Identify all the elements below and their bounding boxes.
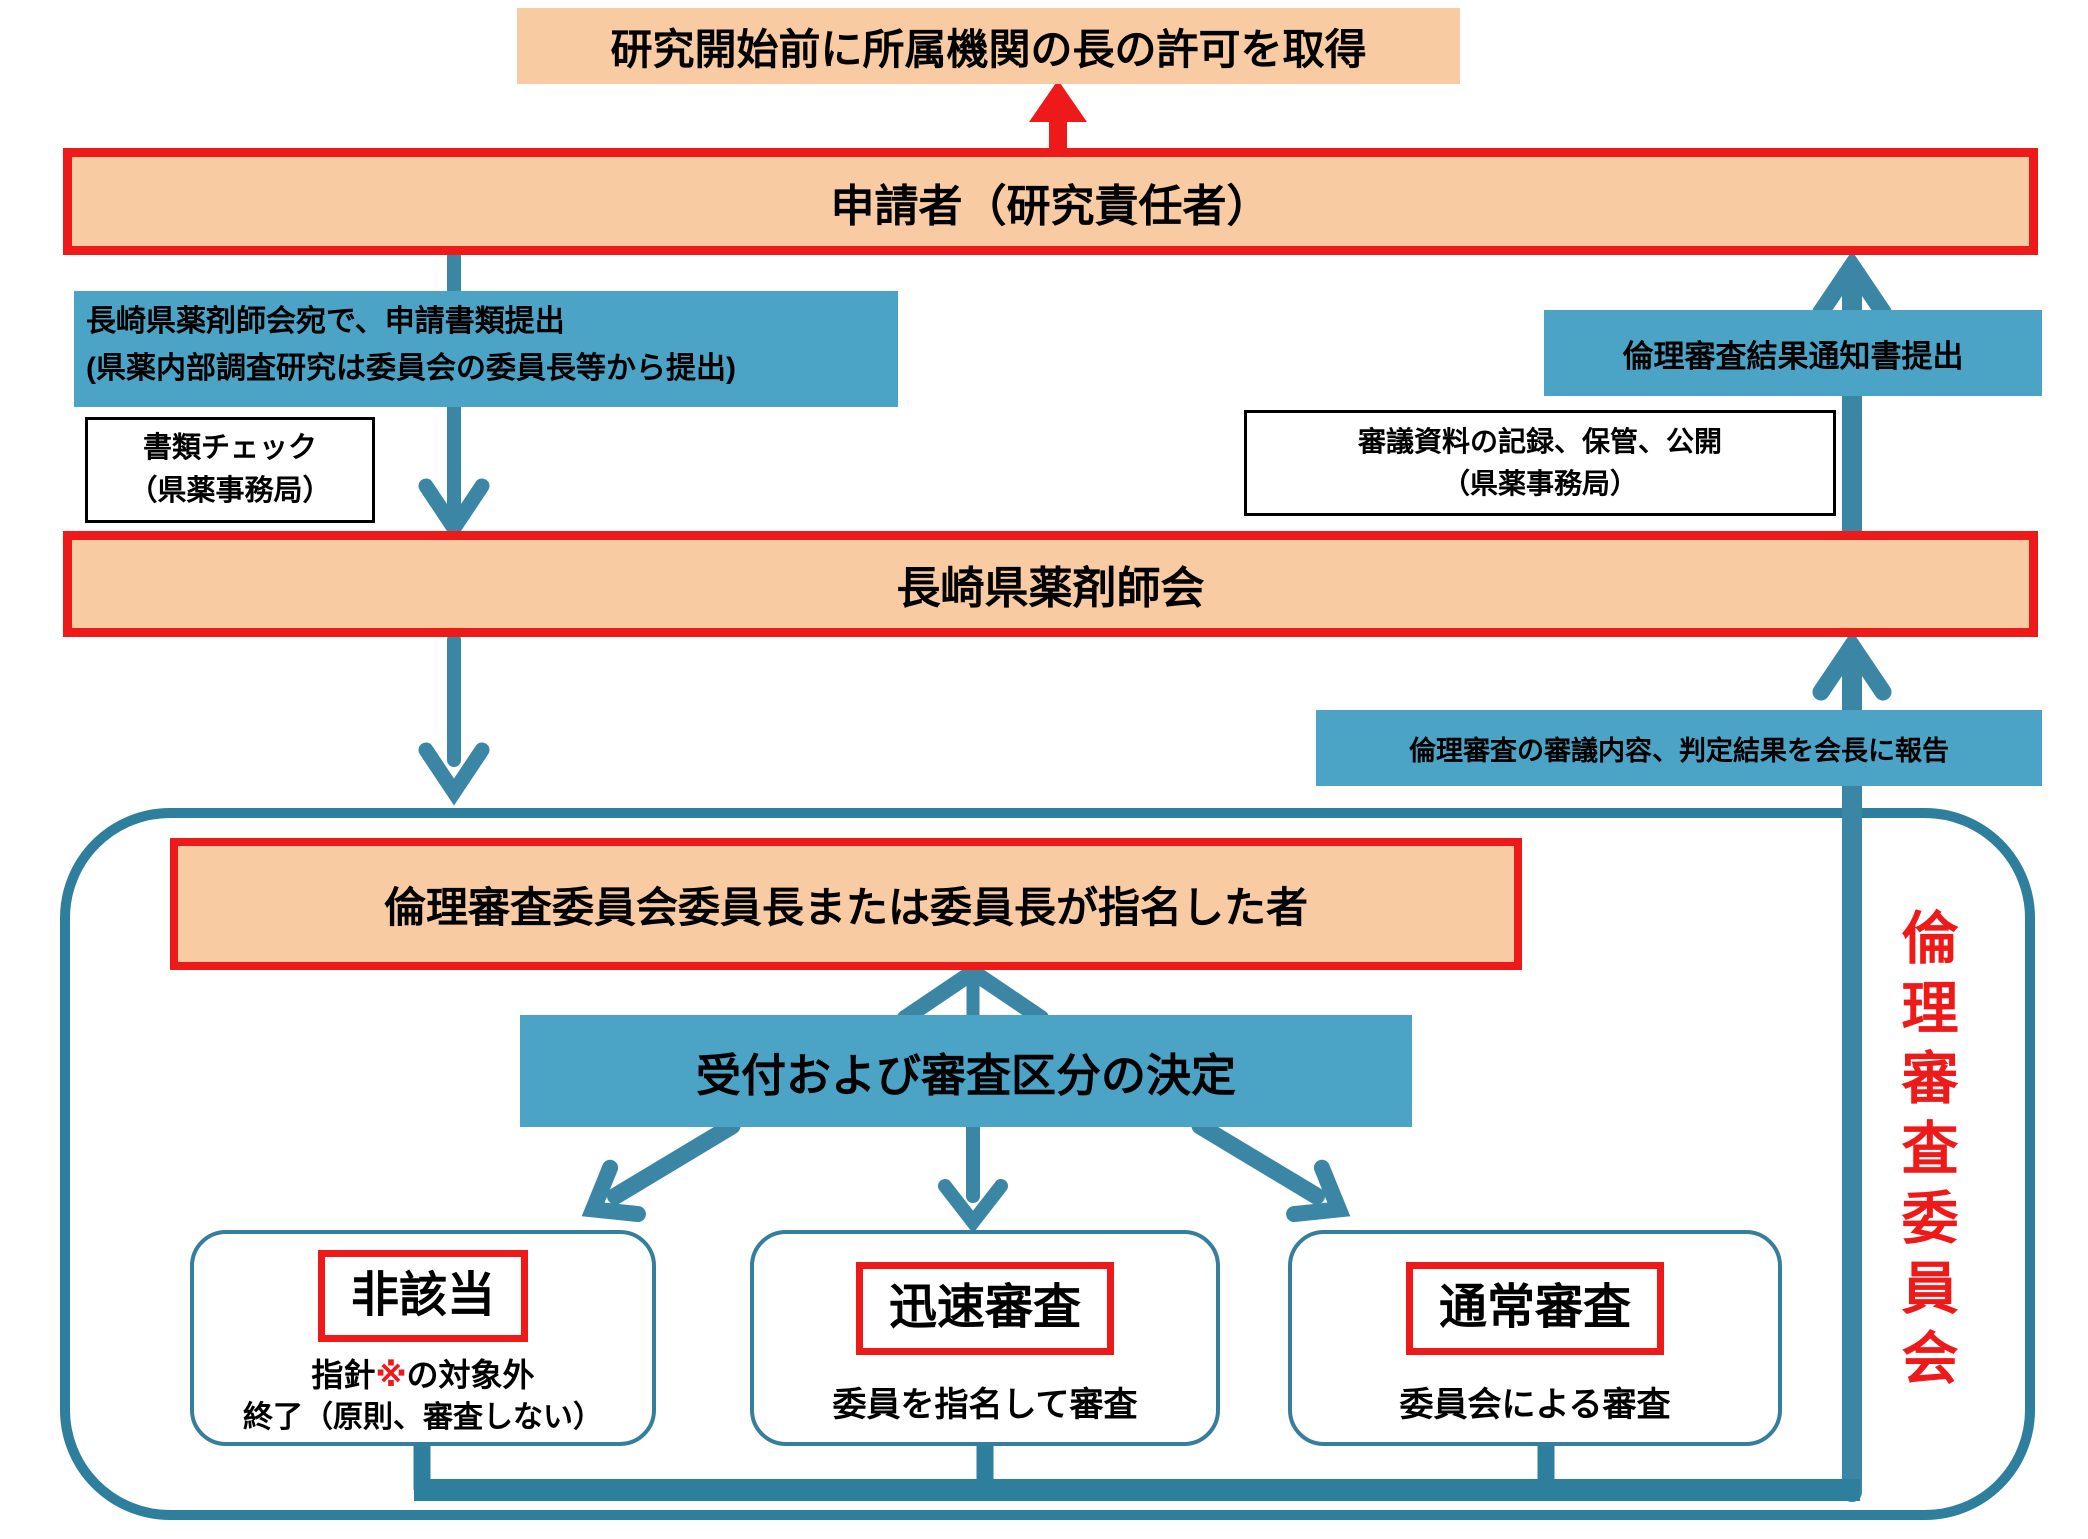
outcome-nonapplicable-title: 非該当 <box>317 1249 528 1343</box>
outcome-expedited-desc: 委員を指名して審査 <box>832 1385 1138 1424</box>
applicant-text: 申請者（研究責任者） <box>830 181 1271 231</box>
records-box: 審議資料の記録、保管、公開 （県薬事務局） <box>1244 410 1836 516</box>
submit-documents-label: 長崎県薬剤師会宛で、申請書類提出 (県薬内部調査研究は委員会の委員長等から提出) <box>74 291 898 407</box>
records-line1: 審議資料の記録、保管、公開 <box>1357 426 1722 457</box>
result-notice-text: 倫理審査結果通知書提出 <box>1622 338 1964 374</box>
committee-side-label: 倫理審査委員会 <box>1893 908 1957 1398</box>
report-label: 倫理審査の審議内容、判定結果を会長に報告 <box>1316 710 2042 786</box>
outcome-nonapplicable-desc2: 終了（原則、審査しない） <box>243 1400 603 1434</box>
outcome-nonapplicable-desc1: 指針※の対象外 <box>311 1354 534 1397</box>
nonapplicable-desc1-asterisk: ※ <box>375 1357 407 1394</box>
nonapplicable-desc1-pre: 指針 <box>311 1357 376 1394</box>
chair-box: 倫理審査委員会委員長または委員長が指名した者 <box>170 838 1522 970</box>
outcome-expedited-title-text: 迅速審査 <box>888 1281 1081 1335</box>
result-notice-label: 倫理審査結果通知書提出 <box>1544 310 2042 396</box>
submit-documents-line2: (県薬内部調査研究は委員会の委員長等から提出) <box>86 351 736 385</box>
institution-permission-box: 研究開始前に所属機関の長の許可を取得 <box>517 8 1460 84</box>
down-arrow-association-to-committee <box>418 633 490 806</box>
outcome-nonapplicable-box: 非該当 指針※の対象外 終了（原則、審査しない） <box>190 1230 656 1446</box>
report-text: 倫理審査の審議内容、判定結果を会長に報告 <box>1409 735 1949 766</box>
applicant-box: 申請者（研究責任者） <box>63 148 2038 255</box>
doc-check-box: 書類チェック （県薬事務局） <box>85 417 375 523</box>
submit-documents-line1: 長崎県薬剤師会宛で、申請書類提出 <box>86 305 565 338</box>
outcome-regular-box: 通常審査 委員会による審査 <box>1288 1230 1782 1446</box>
records-line2: （県薬事務局） <box>1441 468 1638 499</box>
association-text: 長崎県薬剤師会 <box>896 564 1205 613</box>
outcome-nonapplicable-title-text: 非該当 <box>350 1268 495 1322</box>
red-up-arrow <box>1029 80 1087 150</box>
outcome-expedited-box: 迅速審査 委員を指名して審査 <box>750 1230 1220 1446</box>
outcome-regular-title: 通常審査 <box>1405 1262 1664 1355</box>
reception-box: 受付および審査区分の決定 <box>520 1015 1412 1127</box>
chair-text: 倫理審査委員会委員長または委員長が指名した者 <box>383 883 1308 931</box>
doc-check-line2: （県薬事務局） <box>128 475 332 507</box>
outcome-regular-title-text: 通常審査 <box>1438 1281 1631 1335</box>
outcome-regular-desc: 委員会による審査 <box>1399 1385 1671 1424</box>
outcome-expedited-title: 迅速審査 <box>855 1262 1114 1355</box>
committee-container <box>60 808 2035 1520</box>
doc-check-line1: 書類チェック <box>142 431 317 464</box>
institution-permission-text: 研究開始前に所属機関の長の許可を取得 <box>610 25 1367 73</box>
association-box: 長崎県薬剤師会 <box>63 531 2038 637</box>
nonapplicable-desc1-post: の対象外 <box>406 1357 535 1394</box>
reception-text: 受付および審査区分の決定 <box>695 1049 1236 1101</box>
